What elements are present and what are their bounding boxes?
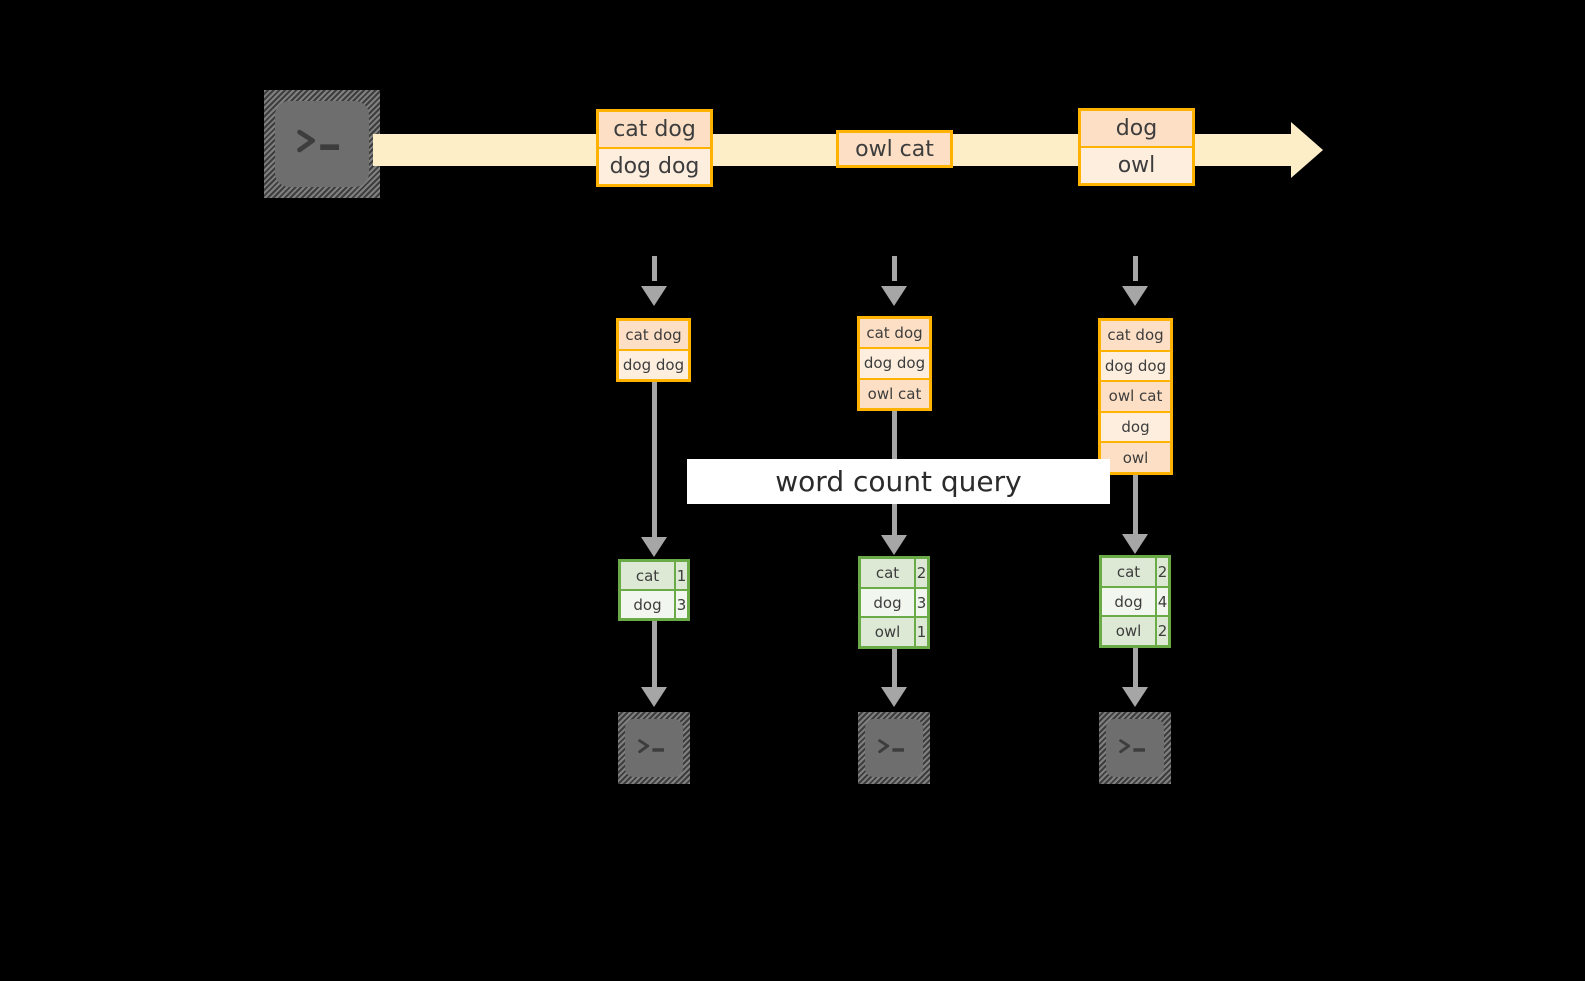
table-row: cat 2 [861,559,927,589]
feed-arrowhead-0-icon [641,286,667,306]
flow-arrowhead-0-icon [641,537,667,557]
feed-arrowhead-1-icon [881,286,907,306]
result-word: cat [621,562,676,589]
stream-record-line: dog dog [599,149,710,184]
feed-arrowhead-2-icon [1122,286,1148,306]
result-word: owl [861,618,916,647]
result-word: cat [1102,558,1157,586]
result-table-2: cat 2 dog 4 owl 2 [1099,555,1171,648]
result-count: 2 [1157,622,1168,641]
buffer-line: dog dog [1101,351,1170,383]
stream-record-line: owl cat [839,133,950,165]
input-buffer-0: cat dog dog dog [616,318,691,382]
table-row: owl 1 [861,618,927,647]
query-label-band: word count query [687,459,1110,504]
result-count: 3 [676,595,687,614]
terminal-body [865,719,923,777]
sink-arrowhead-1-icon [881,687,907,707]
result-word: dog [861,588,916,617]
sink-line-1 [892,649,897,687]
buffer-line: owl cat [860,379,929,408]
sink-line-0 [652,621,657,687]
buffer-line: owl cat [1101,382,1170,413]
result-word: cat [861,559,916,587]
stream-record-line: owl [1081,148,1192,183]
buffer-line: cat dog [619,321,688,351]
input-buffer-2: cat dog dog dog owl cat dog owl [1098,318,1173,475]
buffer-line: cat dog [860,319,929,350]
result-count: 1 [676,566,687,585]
feed-dash-2 [1133,256,1138,281]
sink-arrowhead-0-icon [641,687,667,707]
terminal-body [275,101,369,187]
sink-line-2 [1133,648,1138,687]
table-row: owl 2 [1102,617,1168,646]
buffer-line: dog dog [619,351,688,379]
result-word: owl [1102,617,1157,646]
flow-arrowhead-2-icon [1122,534,1148,554]
feed-dash-0 [652,256,657,281]
source-terminal-icon [264,90,380,198]
terminal-prompt-icon [1119,739,1146,753]
feed-dash-1 [892,256,897,281]
stream-record-1: owl cat [836,130,953,168]
buffer-line: dog dog [860,349,929,380]
terminal-body [625,719,683,777]
result-table-0: cat 1 dog 3 [618,559,690,621]
buffer-line: dog [1101,412,1170,444]
flow-arrowhead-1-icon [881,535,907,555]
result-count: 2 [1157,562,1168,581]
sink-terminal-icon-2 [1099,712,1171,784]
terminal-prompt-icon [297,129,339,153]
table-row: cat 2 [1102,558,1168,588]
sink-terminal-icon-1 [858,712,930,784]
stream-record-2: dog owl [1078,108,1195,186]
terminal-prompt-icon [638,739,665,753]
result-count: 2 [916,563,927,582]
table-row: dog 4 [1102,587,1168,618]
table-row: cat 1 [621,562,687,591]
result-word: dog [1102,587,1157,616]
terminal-body [1106,719,1164,777]
buffer-line: cat dog [1101,321,1170,352]
input-buffer-1: cat dog dog dog owl cat [857,316,932,411]
query-label-text: word count query [775,465,1022,498]
table-row: dog 3 [621,591,687,618]
result-count: 4 [1157,592,1168,611]
stream-record-0: cat dog dog dog [596,109,713,187]
result-table-1: cat 2 dog 3 owl 1 [858,556,930,649]
terminal-prompt-icon [878,739,905,753]
sink-terminal-icon-0 [618,712,690,784]
buffer-line: owl [1101,443,1170,472]
sink-arrowhead-2-icon [1122,687,1148,707]
result-count: 1 [916,623,927,642]
result-count: 3 [916,593,927,612]
flow-line-0 [652,382,657,537]
table-row: dog 3 [861,588,927,619]
stream-record-line: dog [1081,111,1192,148]
result-word: dog [621,591,676,618]
stream-arrowhead-icon [1291,122,1323,178]
flow-line-2 [1133,475,1138,534]
stream-record-line: cat dog [599,112,710,149]
